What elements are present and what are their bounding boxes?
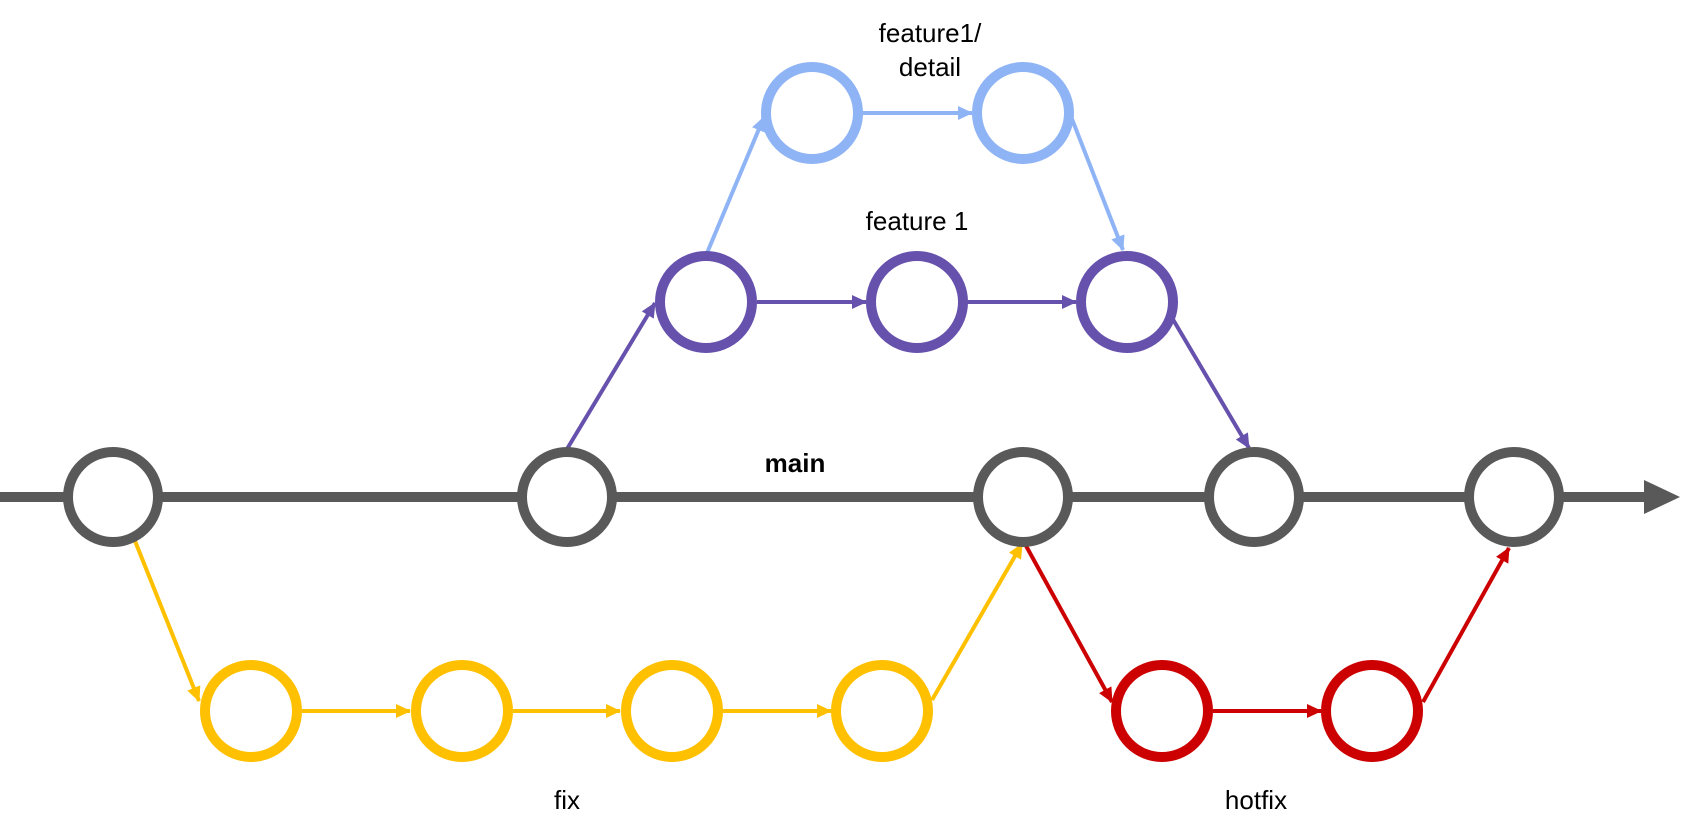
hotfix-to-main-edge: [1421, 547, 1511, 703]
hotfix-label: hotfix: [1224, 785, 1288, 815]
feature1-commit-3: [1076, 251, 1178, 353]
fix-commit-3: [621, 660, 723, 762]
feature1-commit-1: [655, 251, 757, 353]
feature1-label: feature 1: [865, 206, 969, 236]
feature1-to-main-edge: [1166, 309, 1251, 450]
main-label: main: [764, 448, 826, 478]
main-to-feature1-edge: [565, 301, 657, 451]
detail-commit-2: [972, 62, 1074, 164]
main-commit-5: [1464, 447, 1564, 547]
main-commit-3: [973, 447, 1073, 547]
feature1-detail-label-line1: feature1/: [878, 18, 982, 48]
fix-commit-1: [200, 660, 302, 762]
main-to-fix-edge: [133, 540, 201, 702]
feature1-detail-label-line2: detail: [898, 52, 962, 82]
detail-to-feature1-edge: [1070, 118, 1125, 251]
fix-commit-2: [411, 660, 513, 762]
detail-commit-1: [761, 62, 863, 164]
main-commit-4: [1204, 447, 1304, 547]
main-commit-2: [517, 447, 617, 547]
fix-to-main-edge: [930, 543, 1024, 701]
main-to-hotfix-edge: [1023, 543, 1114, 703]
feature1-to-detail-edge: [705, 116, 766, 254]
fix-label: fix: [554, 785, 580, 815]
main-commit-1: [63, 447, 163, 547]
feature1-detail-label: feature1/ detail: [830, 16, 1030, 84]
hotfix-commit-1: [1111, 660, 1213, 762]
fix-commit-4: [831, 660, 933, 762]
feature1-commit-2: [866, 251, 968, 353]
hotfix-commit-2: [1321, 660, 1423, 762]
